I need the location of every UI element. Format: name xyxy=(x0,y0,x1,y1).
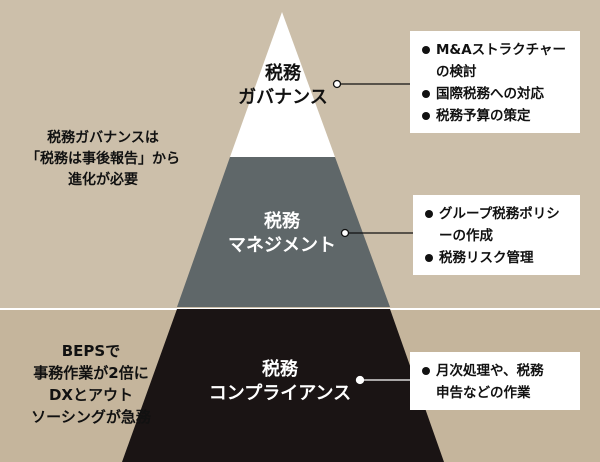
connector-dot-governance xyxy=(332,79,342,89)
pyramid-tier-compliance xyxy=(122,309,444,462)
pyramid-tier-management xyxy=(177,157,390,307)
side-note-compliance: BEPSで 事務作業が2倍に DXとアウト ソーシングが急務 xyxy=(31,342,151,426)
tier-governance-line-2: ガバナンス xyxy=(238,87,328,108)
callout-governance-item: M&Aストラクチャー の検討 xyxy=(422,39,570,83)
callout-compliance: 月次処理や、税務 申告などの作業 xyxy=(410,352,580,410)
tier-management-line-2: マネジメント xyxy=(228,235,336,256)
callout-management-item: 税務リスク管理 xyxy=(425,247,570,269)
pyramid-tier-governance xyxy=(230,12,335,157)
callout-governance-list: M&Aストラクチャー の検討 国際税務への対応 税務予算の策定 xyxy=(422,39,570,127)
tier-compliance-line-2: コンプライアンス xyxy=(208,383,352,404)
callout-governance-item: 税務予算の策定 xyxy=(422,105,570,127)
connector-dot-compliance xyxy=(355,375,365,385)
callout-management-list: グループ税務ポリシ ーの作成 税務リスク管理 xyxy=(425,203,570,269)
callout-governance-item: 国際税務への対応 xyxy=(422,83,570,105)
tier-label-compliance: 税務 コンプライアンス xyxy=(180,358,380,406)
callout-compliance-item: 月次処理や、税務 申告などの作業 xyxy=(422,360,570,404)
tier-label-governance: 税務 ガバナンス xyxy=(222,62,344,110)
tier-label-management: 税務 マネジメント xyxy=(200,210,364,258)
callout-management-item: グループ税務ポリシ ーの作成 xyxy=(425,203,570,247)
tier-compliance-line-1: 税務 xyxy=(262,359,298,380)
callout-governance: M&Aストラクチャー の検討 国際税務への対応 税務予算の策定 xyxy=(410,31,580,133)
side-note-governance: 税務ガバナンスは 「税務は事後報告」から 進化が必要 xyxy=(26,130,180,188)
connector-dot-management xyxy=(340,228,350,238)
tier-governance-line-1: 税務 xyxy=(265,63,301,84)
callout-compliance-list: 月次処理や、税務 申告などの作業 xyxy=(422,360,570,404)
callout-management: グループ税務ポリシ ーの作成 税務リスク管理 xyxy=(413,195,580,275)
tier-management-line-1: 税務 xyxy=(264,211,300,232)
